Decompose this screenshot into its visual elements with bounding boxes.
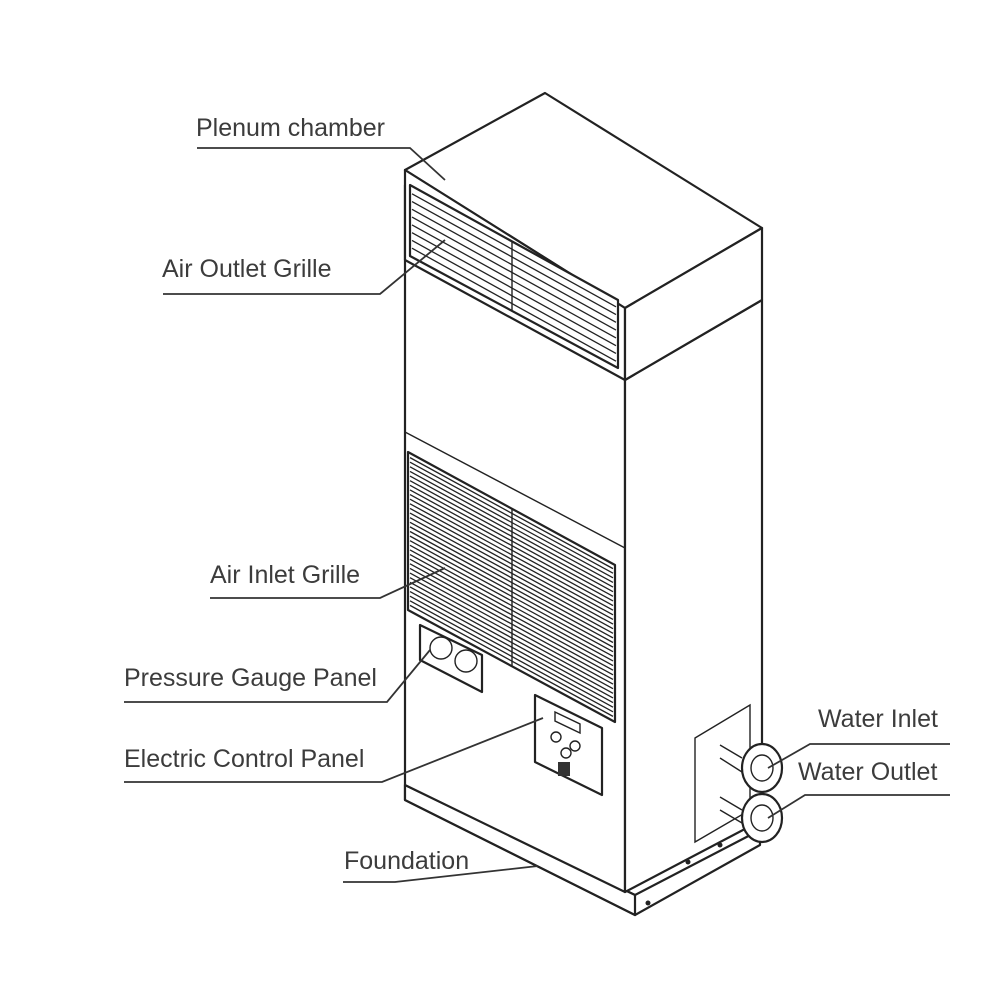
inlet-grille-slat — [409, 493, 614, 607]
inlet-grille-slat — [409, 600, 614, 713]
label-pressure-gauge-panel: Pressure Gauge Panel — [124, 664, 377, 692]
water-outlet-pipe — [719, 792, 784, 844]
inlet-grille-slat — [409, 484, 614, 597]
inlet-grille-slat — [409, 577, 614, 690]
label-air-outlet-grille: Air Outlet Grille — [162, 255, 332, 283]
inlet-grille-slat — [409, 586, 614, 699]
outlet-grille-slat — [411, 208, 617, 323]
plenum-side — [623, 226, 764, 382]
control-knob-3 — [560, 747, 572, 759]
foundation-base — [403, 783, 762, 917]
inlet-grille-slat — [409, 544, 614, 657]
inlet-grille-slat — [409, 512, 614, 625]
inlet-grille-slat — [409, 526, 614, 639]
inlet-grille-slat — [409, 540, 614, 653]
leader-plenum — [197, 147, 446, 181]
inlet-grille-slat — [409, 567, 614, 681]
inlet-grille-slat — [409, 489, 614, 602]
outlet-grille-slat — [411, 224, 617, 339]
inlet-grille-slat — [409, 558, 614, 671]
leader-inlet — [210, 567, 446, 599]
leader-outlet — [163, 239, 446, 295]
outlet-grille-slat — [411, 247, 617, 362]
inlet-grille-slat — [409, 498, 614, 611]
inlet-grille-slat — [409, 535, 614, 648]
air-outlet-grille — [408, 183, 620, 370]
inlet-grille-slat — [409, 507, 614, 620]
leader-foundation — [343, 865, 539, 883]
control-knob-2 — [569, 740, 581, 752]
inlet-grille-slat — [409, 604, 614, 717]
panel-seam — [404, 431, 626, 549]
pressure-gauge-panel — [418, 623, 484, 694]
leader-water-inlet — [767, 743, 950, 769]
label-water-inlet: Water Inlet — [818, 705, 938, 733]
inlet-grille-slat — [409, 563, 614, 676]
label-water-outlet: Water Outlet — [798, 758, 938, 786]
inlet-grille-slat — [409, 480, 614, 593]
outlet-grille-slat — [411, 193, 617, 308]
label-foundation: Foundation — [344, 847, 470, 875]
inlet-grille-slat — [409, 503, 614, 616]
cabinet-side — [623, 298, 764, 894]
label-electric-control-panel: Electric Control Panel — [124, 745, 365, 773]
leader-gauge — [124, 649, 431, 703]
air-inlet-grille — [406, 450, 617, 724]
inlet-grille-slat — [409, 554, 614, 667]
inlet-grille-slat — [409, 595, 614, 708]
leader-water-outlet — [767, 794, 950, 819]
label-plenum-chamber: Plenum chamber — [196, 114, 385, 142]
water-inlet-pipe — [719, 742, 784, 794]
outlet-grille-slat — [411, 200, 617, 316]
inlet-grille-slat — [409, 590, 614, 704]
gauge-dial-2 — [454, 649, 478, 673]
outlet-grille-slat — [411, 232, 617, 347]
inlet-grille-slat — [409, 457, 614, 570]
inlet-grille-slat — [409, 466, 614, 579]
leader-lines — [124, 147, 950, 883]
inlet-grille-slat — [409, 517, 614, 630]
inlet-grille-slat — [409, 470, 614, 584]
control-switch — [558, 762, 570, 776]
inlet-grille-slat — [409, 461, 614, 574]
outlet-grille-slat — [411, 216, 617, 331]
outlet-grille-slat — [411, 239, 617, 355]
leader-control — [124, 717, 544, 783]
inlet-grille-slat — [409, 530, 614, 644]
inlet-grille-slat — [409, 581, 614, 694]
inlet-grille-slat — [409, 475, 614, 588]
label-air-inlet-grille: Air Inlet Grille — [210, 561, 361, 589]
gauge-dial-1 — [429, 636, 453, 660]
control-display — [554, 710, 581, 735]
inlet-grille-slat — [409, 521, 614, 634]
electric-control-panel — [533, 693, 604, 797]
control-knob-1 — [550, 731, 562, 743]
inlet-grille-slat — [409, 572, 614, 685]
